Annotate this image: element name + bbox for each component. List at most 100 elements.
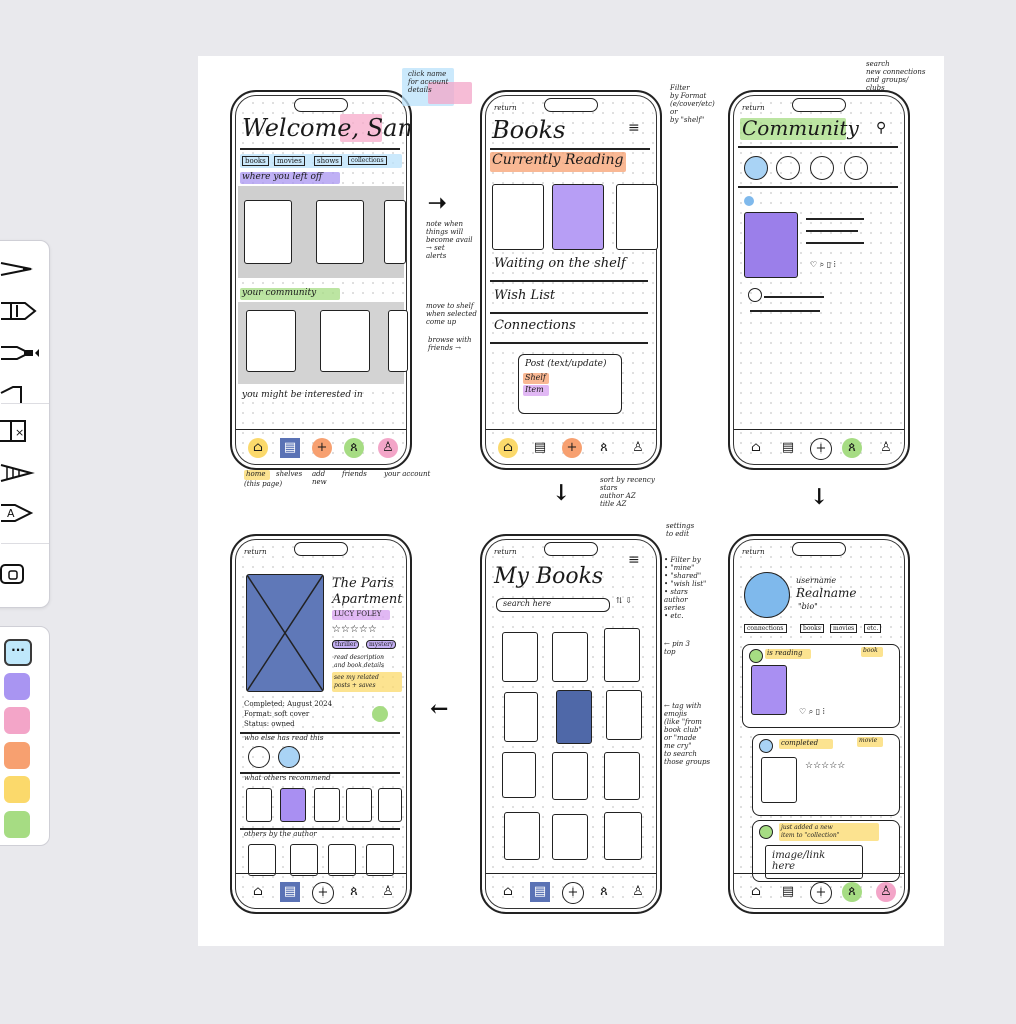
post-image[interactable] — [744, 212, 798, 278]
tab-books[interactable]: books — [242, 156, 269, 166]
tab-shows[interactable]: shows — [314, 156, 342, 166]
tab-movies[interactable]: movies — [830, 624, 858, 633]
community-card[interactable] — [246, 310, 296, 372]
tab-books[interactable]: books — [800, 624, 824, 633]
shelves-icon[interactable]: ▤ — [530, 882, 550, 902]
book-slot[interactable] — [552, 632, 588, 682]
star-rating[interactable]: ☆☆☆☆☆ — [805, 761, 846, 771]
swatch-green[interactable] — [4, 811, 30, 838]
avatar[interactable] — [744, 156, 768, 180]
menu-icon[interactable]: ≡ — [628, 120, 640, 136]
eraser-icon[interactable]: × — [0, 411, 49, 451]
community-card[interactable] — [388, 310, 408, 372]
friends-icon[interactable]: ጰ — [600, 884, 608, 899]
book-card[interactable] — [552, 184, 604, 250]
book-slot[interactable] — [552, 752, 588, 800]
section-waiting[interactable]: Waiting on the shelf — [494, 256, 626, 271]
fountain-pen-icon[interactable]: A — [0, 493, 49, 533]
back-link[interactable]: return — [742, 548, 765, 556]
avatar[interactable] — [844, 156, 868, 180]
book-slot[interactable] — [504, 692, 538, 742]
popup-shelf[interactable]: Shelf — [525, 373, 546, 382]
description-link[interactable]: read description and book details — [334, 654, 385, 669]
book-card[interactable] — [244, 200, 292, 264]
marker-icon[interactable] — [0, 291, 49, 331]
swatch-orange[interactable] — [4, 742, 30, 769]
friends-icon[interactable]: ጰ — [842, 882, 862, 902]
swatch-yellow[interactable] — [4, 776, 30, 803]
add-icon[interactable]: + — [312, 882, 334, 904]
add-icon[interactable]: + — [562, 882, 584, 904]
book-author[interactable]: LUCY FOLEY — [334, 610, 382, 618]
swatch-pink[interactable] — [4, 707, 30, 734]
book-slot[interactable] — [604, 812, 642, 860]
activity-post[interactable]: completed movie ☆☆☆☆☆ — [752, 734, 900, 816]
add-icon[interactable]: + — [562, 438, 582, 458]
post-actions[interactable]: ♡ ⌕ ▯ ⁞ — [810, 260, 836, 269]
book-card[interactable] — [280, 788, 306, 822]
back-link[interactable]: return — [742, 104, 765, 112]
account-icon[interactable]: ♙ — [876, 882, 896, 902]
book-card[interactable] — [616, 184, 658, 250]
tab-etc[interactable]: etc. — [864, 624, 882, 633]
highlighter-icon[interactable] — [0, 333, 49, 373]
more-colors-button[interactable]: ··· — [4, 639, 32, 666]
book-slot[interactable] — [606, 690, 642, 740]
pen-icon[interactable] — [0, 249, 49, 289]
back-link[interactable]: return — [244, 548, 267, 556]
section-currently-reading[interactable]: Currently Reading — [492, 152, 624, 168]
section-wish-list[interactable]: Wish List — [494, 288, 556, 303]
book-slot[interactable] — [604, 628, 640, 682]
home-icon[interactable]: ⌂ — [248, 438, 268, 458]
book-card[interactable] — [246, 788, 272, 822]
sketch-canvas[interactable]: Welcome, Sam books movies shows collecti… — [198, 56, 944, 946]
book-slot[interactable] — [552, 814, 588, 860]
account-icon[interactable]: ♙ — [378, 438, 398, 458]
account-icon[interactable]: ♙ — [382, 884, 394, 899]
book-slot[interactable] — [502, 752, 536, 798]
post-image[interactable] — [761, 757, 797, 803]
avatar[interactable] — [776, 156, 800, 180]
add-icon[interactable]: + — [810, 438, 832, 460]
tab-connections[interactable]: connections — [744, 624, 787, 633]
community-card[interactable] — [320, 310, 370, 372]
popup-item[interactable]: Item — [525, 385, 544, 394]
friends-icon[interactable]: ጰ — [344, 438, 364, 458]
add-icon[interactable]: + — [312, 438, 332, 458]
book-slot[interactable] — [502, 632, 538, 682]
friends-icon[interactable]: ጰ — [600, 440, 608, 455]
shelves-icon[interactable]: ▤ — [280, 882, 300, 902]
post-image[interactable] — [751, 665, 787, 715]
home-icon[interactable]: ⌂ — [503, 884, 513, 899]
avatar[interactable] — [810, 156, 834, 180]
shelves-icon[interactable]: ▤ — [280, 438, 300, 458]
post-popup[interactable]: Post (text/update) Shelf Item — [518, 354, 622, 414]
swatch-purple[interactable] — [4, 673, 30, 700]
menu-icon[interactable]: ≡ — [628, 552, 640, 568]
book-card[interactable] — [328, 844, 356, 876]
activity-post[interactable]: just added a new item to "collection" im… — [752, 820, 900, 882]
search-icon[interactable]: ⚲ — [876, 120, 887, 136]
book-card[interactable] — [378, 788, 402, 822]
lasso-icon[interactable] — [0, 555, 49, 595]
shelves-icon[interactable]: ▤ — [781, 440, 795, 455]
sort-icon[interactable]: ⇅ ⇩ — [616, 596, 632, 605]
home-icon[interactable]: ⌂ — [751, 440, 761, 455]
add-icon[interactable]: + — [810, 882, 832, 904]
book-card[interactable] — [316, 200, 364, 264]
book-card[interactable] — [314, 788, 340, 822]
book-card[interactable] — [248, 844, 276, 876]
home-icon[interactable]: ⌂ — [253, 884, 263, 899]
book-slot[interactable] — [504, 812, 540, 860]
post-tag[interactable]: movie — [859, 737, 878, 744]
shelves-icon[interactable]: ▤ — [781, 884, 795, 899]
activity-post[interactable]: is reading book ♡ ⌕ ▯ ⁞ — [742, 644, 900, 728]
pencil-icon[interactable] — [0, 453, 49, 493]
book-card[interactable] — [290, 844, 318, 876]
home-icon[interactable]: ⌂ — [751, 884, 761, 899]
book-card[interactable] — [492, 184, 544, 250]
back-link[interactable]: return — [494, 104, 517, 112]
post-tag[interactable]: book — [863, 647, 878, 654]
account-icon[interactable]: ♙ — [880, 440, 892, 455]
book-card[interactable] — [366, 844, 394, 876]
